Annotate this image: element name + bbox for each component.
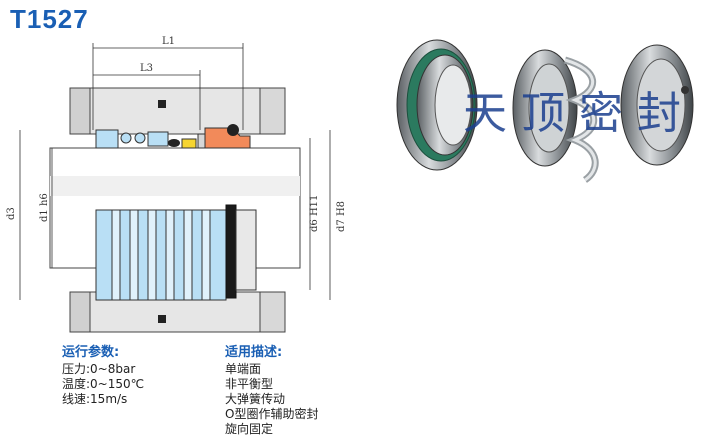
seal-upper-section (95, 124, 251, 149)
dim-label-l1: L1 (162, 36, 175, 47)
application-heading: 适用描述: (225, 345, 283, 360)
dimension-lines (19, 43, 331, 300)
dim-label-d3: d3 (6, 207, 17, 220)
product-code-title: T1527 (10, 4, 89, 34)
rotating-assembly (512, 44, 694, 183)
stationary-seat-ring (396, 39, 478, 171)
application-line: 单端面 (225, 362, 262, 376)
dim-label-d7: d7 H8 (336, 201, 347, 232)
dim-label-d6: d6 H11 (309, 195, 320, 232)
operating-line: 线速:15m/s (62, 392, 128, 406)
application-description: 适用描述: 单端面 非平衡型 大弹簧传动 O型圈作辅助密封 旋向固定 (225, 345, 318, 437)
operating-line: 温度:0~150℃ (62, 377, 145, 391)
housing-upper (69, 87, 286, 135)
operating-heading: 运行参数: (62, 345, 120, 360)
application-line: 大弹簧传动 (225, 392, 286, 406)
seal-lower-section (95, 204, 257, 301)
application-line: 非平衡型 (225, 377, 274, 391)
brand-watermark: 天 顶 密 封 (463, 88, 681, 139)
dim-label-l3: L3 (140, 63, 153, 74)
application-line: 旋向固定 (225, 422, 274, 436)
product-photo: 天 顶 密 封 (396, 39, 694, 183)
operating-parameters: 运行参数: 压力:0~8bar 温度:0~150℃ 线速:15m/s (62, 345, 144, 407)
operating-line: 压力:0~8bar (62, 362, 136, 376)
application-line: O型圈作辅助密封 (225, 407, 319, 421)
dim-label-d1: d1 h6 (39, 193, 50, 222)
